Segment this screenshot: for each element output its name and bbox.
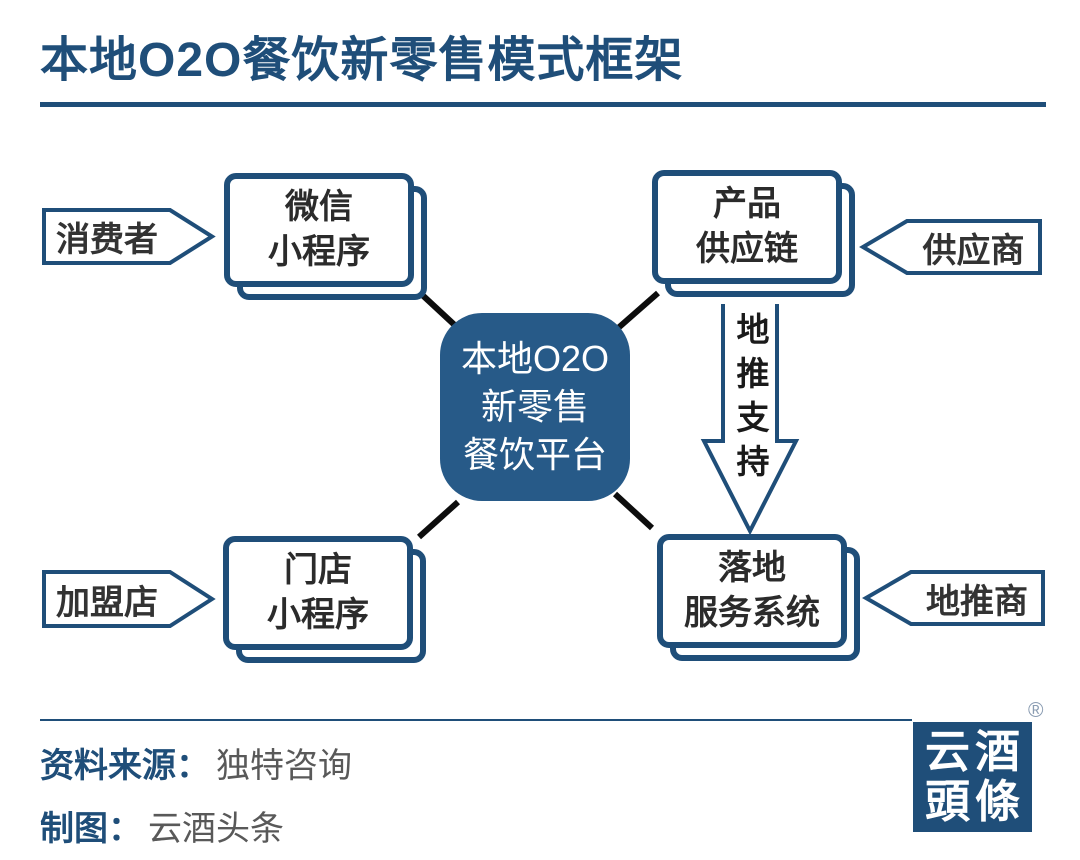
footer-divider <box>40 719 912 721</box>
logo-row-1: 云酒 <box>924 725 1025 778</box>
connector-top-right <box>615 290 660 332</box>
node-central-platform: 本地O2O 新零售 餐饮平台 <box>440 313 630 501</box>
source-value: 独特咨询 <box>216 747 352 785</box>
tag-ground-promoter: 地推商 <box>926 582 1028 621</box>
consumer-arrow-shape <box>42 208 216 265</box>
connector-bottom-left <box>416 499 461 540</box>
down-arrow-icon <box>700 304 800 536</box>
promoter-arrow-shape <box>862 570 1045 626</box>
title-underline <box>40 102 1046 107</box>
node-product-supply-chain: 产品 供应链 <box>652 170 855 297</box>
page-title: 本地O2O餐饮新零售模式框架 <box>40 34 684 87</box>
logo-row-2: 頭條 <box>924 775 1025 828</box>
support-arrow-label: 地推支持 <box>732 312 769 488</box>
yunjiu-toutiao-logo: 云酒 頭條 <box>913 722 1032 832</box>
source-line: 资料来源：独特咨询 <box>40 738 352 787</box>
node-label: 产品 供应链 <box>652 170 842 284</box>
registered-trademark-icon: ® <box>1028 699 1044 722</box>
credit-value: 云酒头条 <box>148 810 284 848</box>
tag-franchise-store: 加盟店 <box>56 583 158 622</box>
tag-consumer: 消费者 <box>56 221 158 259</box>
connector-bottom-right <box>612 491 655 531</box>
credit-label: 制图： <box>40 810 142 848</box>
node-label: 门店 小程序 <box>223 536 413 650</box>
node-store-miniprogram: 门店 小程序 <box>223 536 426 663</box>
node-label: 落地 服务系统 <box>657 534 847 648</box>
supplier-arrow-shape <box>859 219 1042 275</box>
franchise-arrow-shape <box>42 570 216 628</box>
node-wechat-miniprogram: 微信 小程序 <box>224 173 427 300</box>
credit-line: 制图：云酒头条 <box>40 801 284 850</box>
node-landing-service-system: 落地 服务系统 <box>657 534 860 661</box>
node-label: 微信 小程序 <box>224 173 414 287</box>
source-label: 资料来源： <box>40 747 210 785</box>
tag-supplier: 供应商 <box>922 231 1025 270</box>
